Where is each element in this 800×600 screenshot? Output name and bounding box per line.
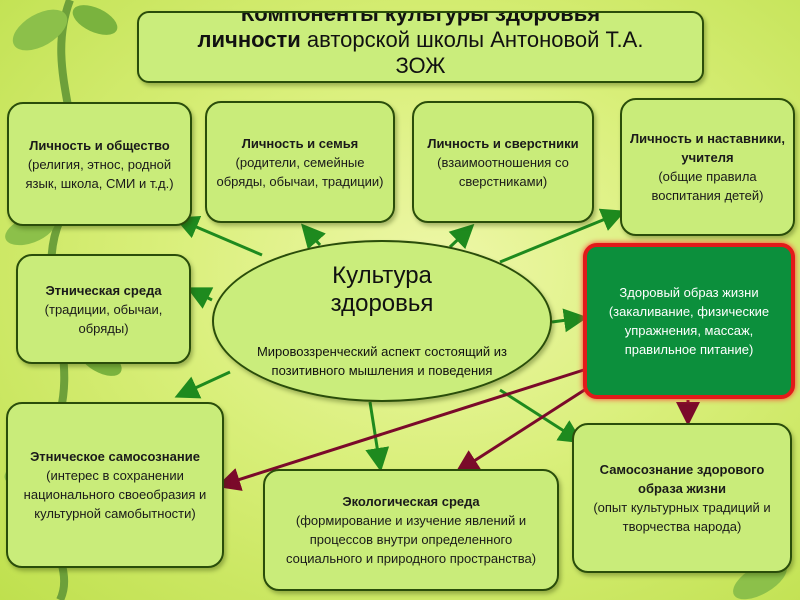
arrow-healthy-to-ethnic-self xyxy=(216,366,591,491)
node-peers: Личность и сверстники (взаимоотношения с… xyxy=(412,101,594,223)
center-subtitle: Мировоззренческий аспект состоящий из по… xyxy=(256,344,508,378)
node-family: Личность и семья (родители, семейные обр… xyxy=(205,101,395,223)
node-ethnic-self: Этническое самосознание (интерес в сохра… xyxy=(6,402,224,568)
arrow-to-healthy xyxy=(551,308,588,333)
arrow-to-society xyxy=(174,216,263,257)
arrow-to-ethnic-self xyxy=(174,370,231,399)
node-ecology: Экологическая среда (формирование и изуч… xyxy=(263,469,559,591)
arrow-healthy-to-ecology xyxy=(454,378,601,474)
arrow-to-family xyxy=(301,223,326,250)
title-line1: Компоненты культуры здоровья xyxy=(240,11,601,26)
node-mentors: Личность и наставники, учителя (общие пр… xyxy=(620,98,795,236)
arrow-to-peers xyxy=(448,223,475,250)
node-self-healthy: Самосознание здорового образа жизни (опы… xyxy=(572,423,792,573)
title-line2: личности авторской школы Антоновой Т.А. xyxy=(197,27,644,52)
arrow-to-ecology xyxy=(365,401,390,472)
arrow-to-self-healthy xyxy=(499,388,584,444)
title-line3: ЗОЖ xyxy=(395,53,446,78)
node-healthy-lifestyle: Здоровый образ жизни (закаливание, физич… xyxy=(583,243,795,399)
arrow-to-ethnic-env xyxy=(186,287,214,309)
diagram-title: Компоненты культуры здоровья личности ав… xyxy=(137,11,704,83)
node-ethnic-env: Этническая среда (традиции, обычаи, обря… xyxy=(16,254,191,364)
node-society: Личность и общество (религия, этнос, род… xyxy=(7,102,192,226)
arrow-to-mentors xyxy=(499,208,626,264)
